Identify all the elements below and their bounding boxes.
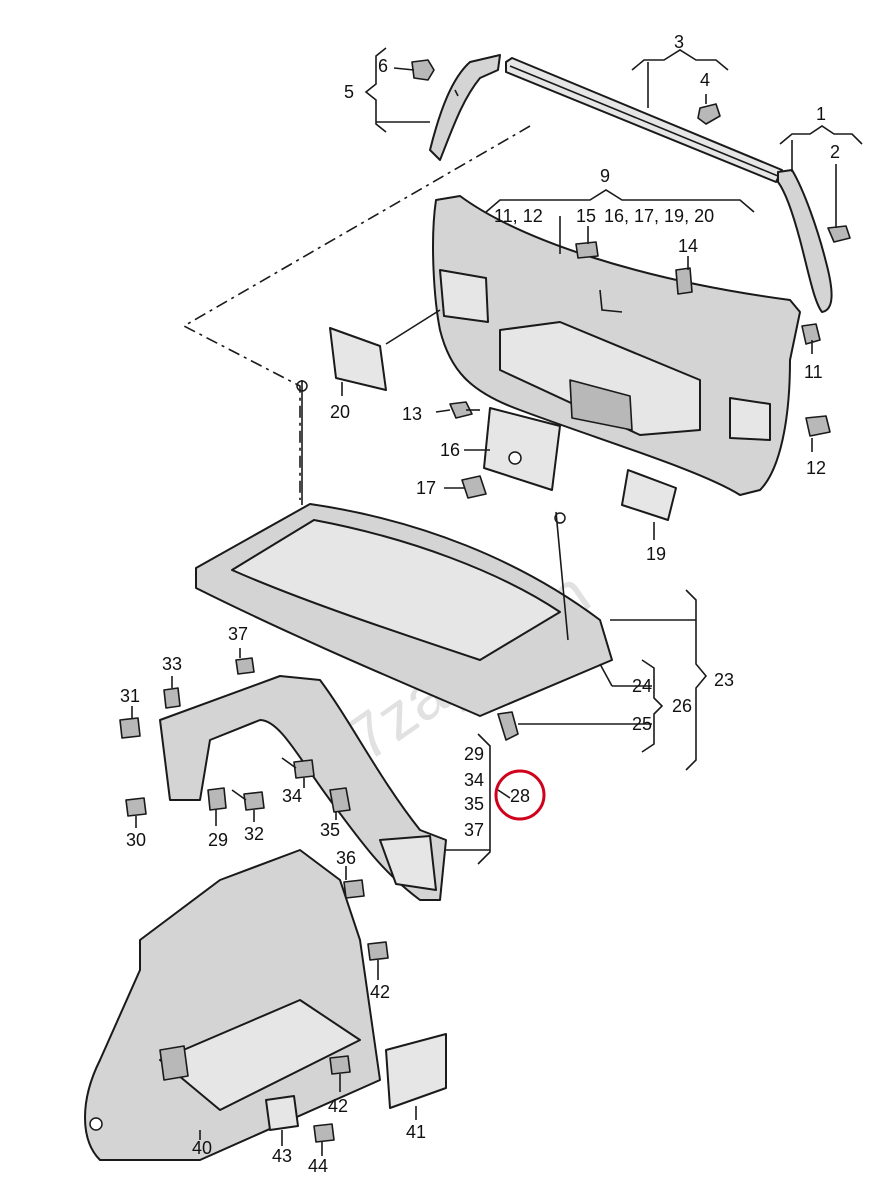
callout-5: 5 [344, 82, 354, 102]
callout-labels: 3 6 4 5 1 2 9 11, 12 15 16, 17, 19, 20 1… [120, 32, 840, 1176]
leader-lines [131, 47, 863, 1156]
screw-13[interactable] [449, 401, 480, 419]
callout-6: 6 [378, 56, 388, 76]
callout-34: 34 [282, 786, 302, 806]
callout-19: 19 [646, 544, 666, 564]
callout-11-12: 11, 12 [494, 206, 543, 226]
screw-17[interactable] [461, 475, 487, 499]
screw-42a[interactable] [367, 941, 389, 961]
cover-20[interactable] [329, 327, 387, 391]
callout-26: 26 [672, 696, 692, 716]
callout-36: 36 [336, 848, 356, 868]
callout-4: 4 [700, 70, 710, 90]
callout-42-upper: 42 [370, 982, 390, 1002]
callout-40: 40 [192, 1138, 212, 1158]
callout-31: 31 [120, 686, 140, 706]
cover-16[interactable] [483, 407, 561, 491]
clip-15[interactable] [575, 241, 599, 259]
callout-12: 12 [806, 458, 826, 478]
parcel-shelf[interactable] [195, 380, 613, 717]
callout-43: 43 [272, 1146, 292, 1166]
clip-6[interactable] [411, 59, 435, 81]
callout-16-20: 16, 17, 19, 20 [604, 206, 714, 226]
callout-34-group: 34 [464, 770, 484, 790]
callout-24: 24 [632, 676, 652, 696]
callout-29: 29 [208, 830, 228, 850]
callout-25: 25 [632, 714, 652, 734]
callout-14: 14 [678, 236, 698, 256]
callout-41: 41 [406, 1122, 426, 1142]
cover-41[interactable] [385, 1033, 447, 1109]
screw-36[interactable] [343, 879, 365, 899]
bracket-28[interactable] [159, 675, 447, 901]
screw-30[interactable] [125, 797, 147, 817]
callout-15: 15 [576, 206, 596, 226]
callout-20: 20 [330, 402, 350, 422]
tailgate-trim-panel[interactable] [432, 195, 801, 496]
callout-29-group: 29 [464, 744, 484, 764]
callout-17: 17 [416, 478, 436, 498]
callout-37-group: 37 [464, 820, 484, 840]
callout-3: 3 [674, 32, 684, 52]
clip-35[interactable] [329, 787, 351, 813]
screw-34[interactable] [281, 757, 315, 779]
callout-23: 23 [714, 670, 734, 690]
callout-16: 16 [440, 440, 460, 460]
callout-30: 30 [126, 830, 146, 850]
callout-42-lower: 42 [328, 1096, 348, 1116]
callout-35: 35 [320, 820, 340, 840]
clip-14[interactable] [675, 267, 693, 295]
callout-9: 9 [600, 166, 610, 186]
highlight-circle [494, 769, 546, 821]
clip-29[interactable] [207, 787, 227, 811]
clip-11[interactable] [801, 323, 821, 345]
side-trim-left[interactable] [429, 54, 501, 161]
callout-2: 2 [830, 142, 840, 162]
callout-11: 11 [804, 362, 823, 382]
upper-trim-strip[interactable] [505, 57, 783, 183]
cover-19[interactable] [621, 469, 677, 521]
screw-32[interactable] [231, 789, 265, 811]
side-trim-panel[interactable] [84, 849, 381, 1161]
callout-37: 37 [228, 624, 248, 644]
callout-13: 13 [402, 404, 422, 424]
callout-1: 1 [816, 104, 826, 124]
clip-33[interactable] [163, 687, 181, 709]
clip-12[interactable] [805, 415, 831, 437]
clip-4[interactable] [697, 103, 721, 125]
clip-31[interactable] [119, 717, 141, 739]
callout-28: 28 [510, 786, 530, 806]
side-trim-right[interactable] [777, 169, 833, 313]
callout-44: 44 [308, 1156, 328, 1176]
screw-42b[interactable] [329, 1055, 351, 1075]
callout-32: 32 [244, 824, 264, 844]
clip-2[interactable] [827, 225, 851, 243]
clip-25[interactable] [497, 711, 519, 741]
screw-44[interactable] [313, 1123, 335, 1143]
cover-43[interactable] [265, 1095, 299, 1131]
callout-33: 33 [162, 654, 182, 674]
clip-37[interactable] [235, 657, 255, 675]
callout-35-group: 35 [464, 794, 484, 814]
